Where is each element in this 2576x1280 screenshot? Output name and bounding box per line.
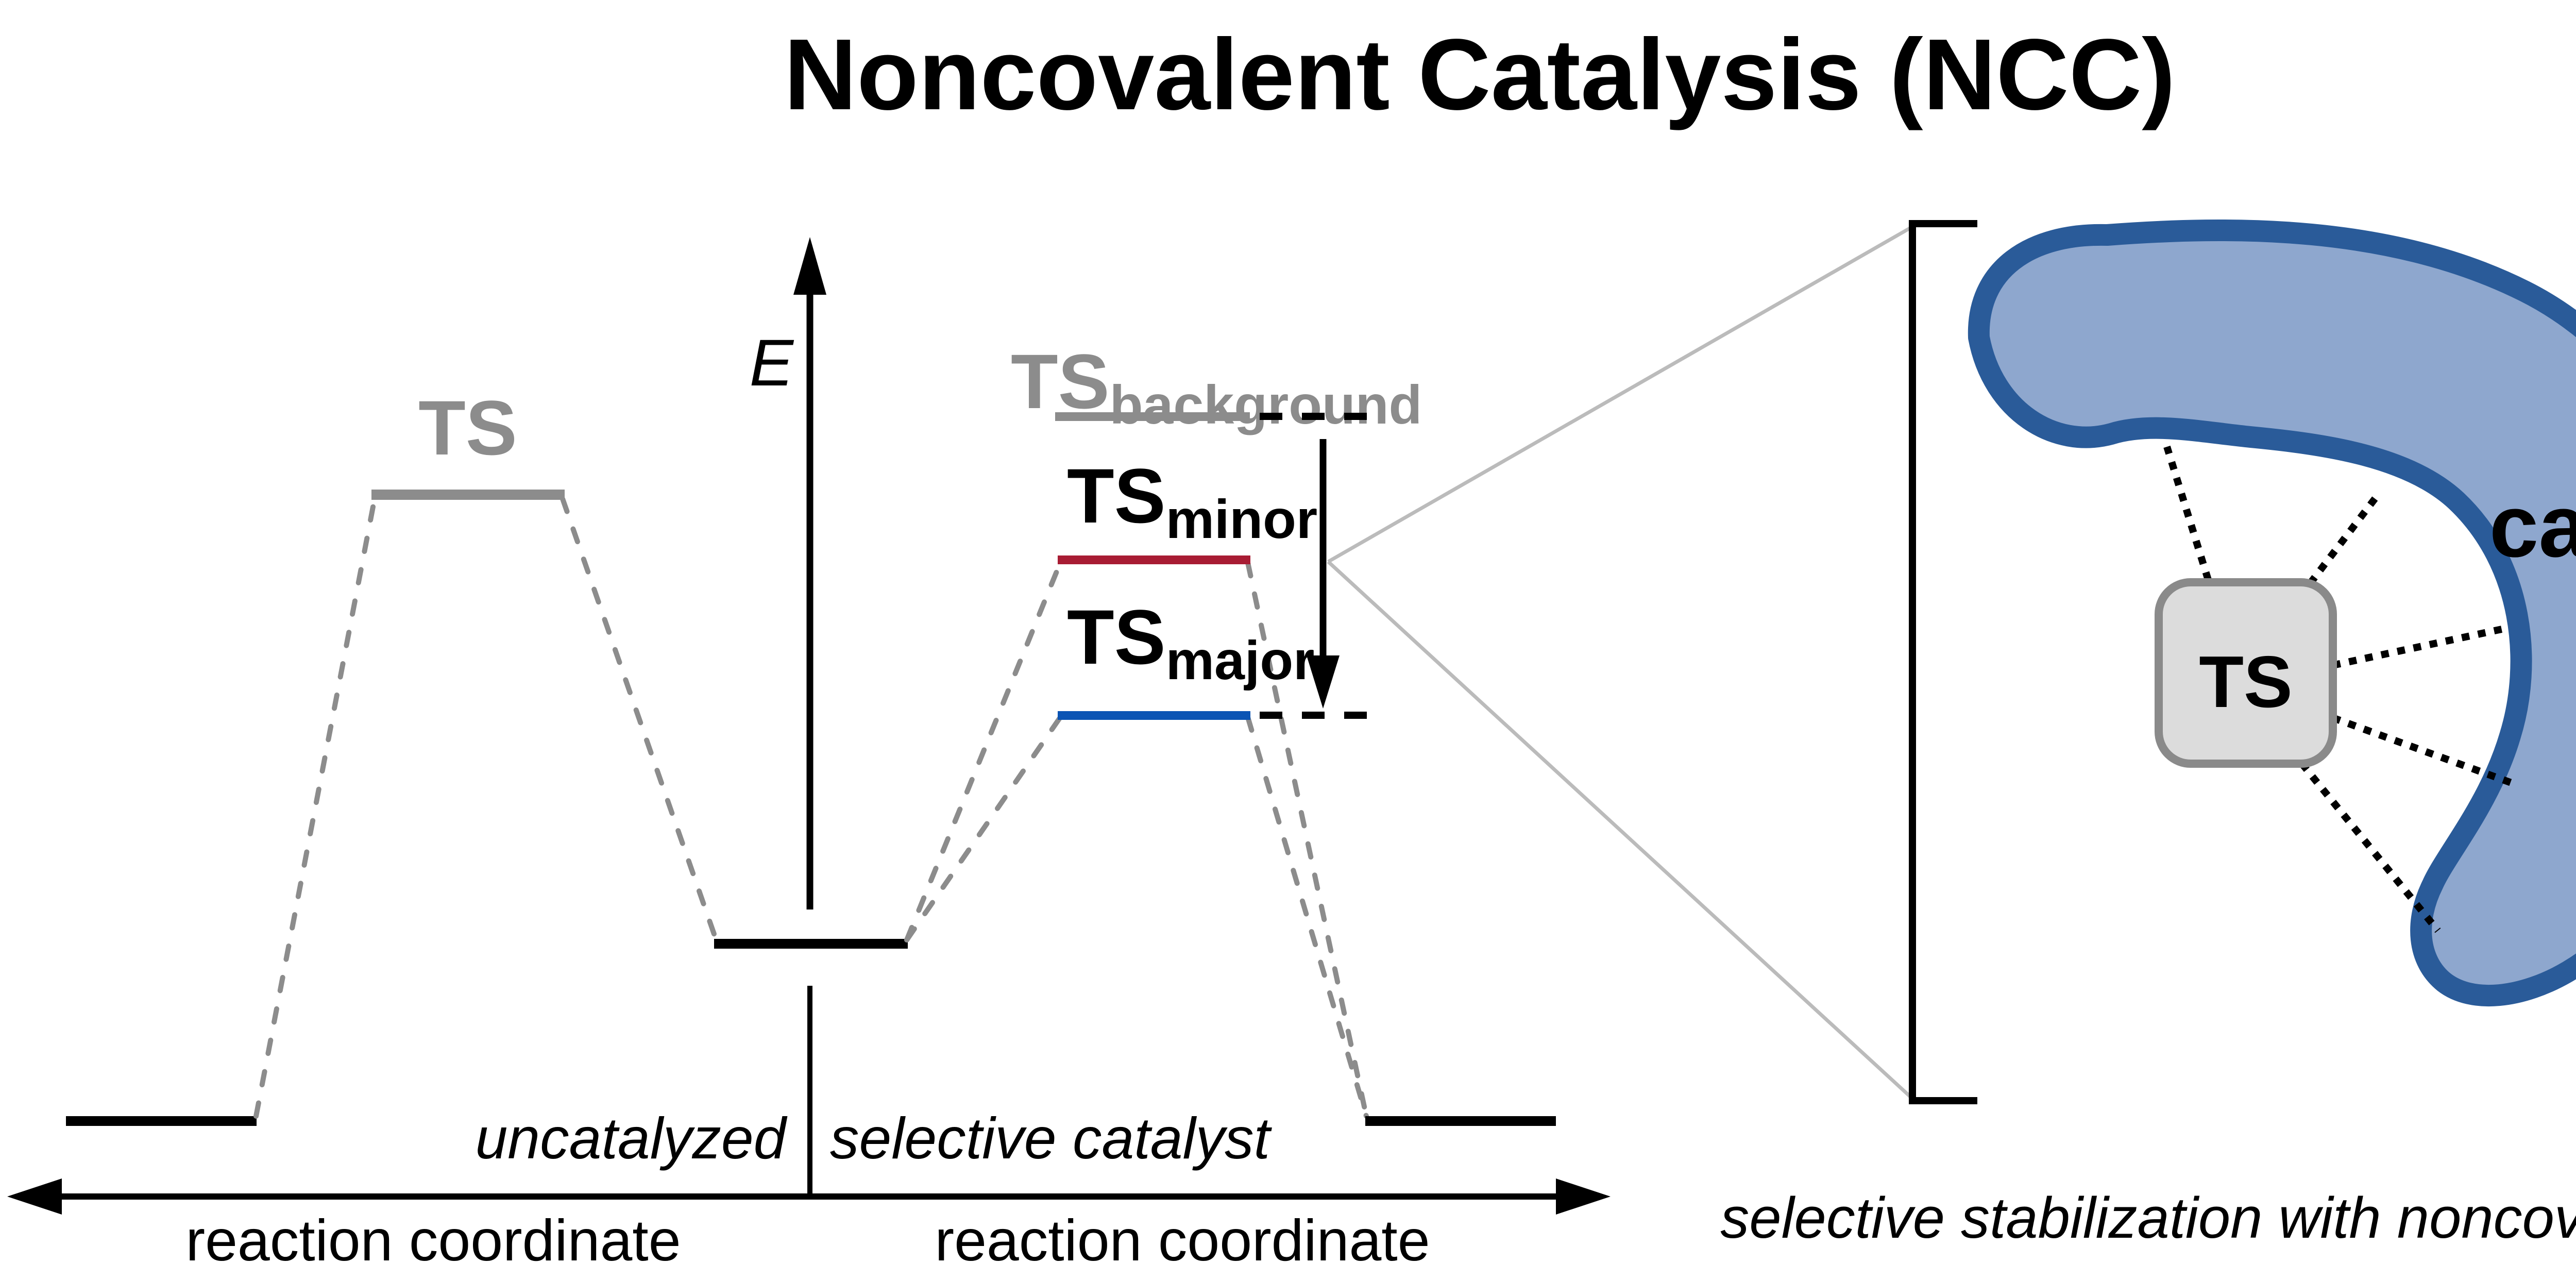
product-level-bar	[1365, 1116, 1556, 1126]
interaction-line-lower-right	[2331, 714, 2520, 789]
ts-background-label-main: TS	[1011, 338, 1110, 425]
dashed-path-intermediate-to-ts-major	[904, 715, 1063, 942]
ts-background-label: TSbackground	[1011, 338, 1422, 435]
interaction-line-right	[2332, 624, 2510, 669]
energy-difference-arrowhead-icon	[1307, 655, 1340, 709]
ts-background-level-bar	[1055, 412, 1250, 421]
ts-minor-label-sub: minor	[1166, 489, 1317, 550]
ts-square-label: TS	[2199, 641, 2292, 723]
uncatalyzed-profile: TS	[66, 384, 908, 1126]
interaction-line-upper-right	[2307, 495, 2379, 586]
ts-background-label-sub: background	[1110, 375, 1422, 435]
magnifier-line-bottom	[1327, 560, 1914, 1100]
interaction-line-upper-left	[2163, 445, 2212, 581]
inset-caption: selective stabilization with noncovalent…	[1720, 1186, 2576, 1250]
magnifier-line-top	[1327, 225, 1913, 564]
dashed-path-reactant-to-ts	[253, 496, 377, 1119]
ts-minor-label-main: TS	[1067, 452, 1166, 539]
reaction-coordinate-label-right: reaction coordinate	[935, 1208, 1430, 1273]
dashed-path-ts-to-intermediate	[560, 496, 719, 942]
energy-axes: E	[7, 237, 1611, 1215]
ts-minor-label: TSminor	[1067, 452, 1317, 550]
dashed-path-ts-major-to-product	[1245, 715, 1369, 1119]
ts-minor-level-bar	[1058, 555, 1250, 564]
intermediate-level-bar	[714, 939, 908, 949]
ts-major-label: TSmajor	[1067, 594, 1314, 691]
dashed-path-intermediate-to-ts-minor	[904, 560, 1063, 942]
dashed-path-ts-minor-to-product	[1245, 560, 1369, 1119]
ts-uncatalyzed-label: TS	[418, 384, 517, 471]
ts-uncatalyzed-level-bar	[371, 490, 565, 500]
catalyzed-profile: TSbackground TSminor TSmajor	[904, 338, 1556, 1126]
noncovalent-interaction-lines	[2163, 445, 2520, 933]
catalyst-label: cat	[2489, 477, 2576, 576]
interaction-line-bottom	[2299, 761, 2441, 933]
ts-complex-inset: ‡ cat TS selective stabilization with no…	[1720, 220, 2576, 1250]
energy-axis-label: E	[750, 326, 794, 400]
axis-arrowhead-right-icon	[1556, 1178, 1611, 1215]
selective-catalyst-label: selective catalyst	[830, 1106, 1273, 1171]
ts-square	[2155, 578, 2337, 768]
reactant-level-bar	[66, 1116, 257, 1126]
ts-major-level-bar	[1058, 711, 1250, 720]
reaction-coordinate-label-left: reaction coordinate	[185, 1208, 681, 1273]
energy-diagram-labels: uncatalyzed selective catalyst reaction …	[185, 1106, 1430, 1273]
catalyst-crescent-shape	[1968, 220, 2576, 1007]
energy-axis-arrowhead-icon	[793, 237, 826, 295]
bracket-left	[1909, 220, 1977, 1104]
ts-major-label-main: TS	[1067, 594, 1166, 680]
figure-title: Noncovalent Catalysis (NCC)	[784, 18, 2175, 131]
axis-arrowhead-left-icon	[7, 1178, 62, 1215]
uncatalyzed-label: uncatalyzed	[475, 1106, 787, 1171]
magnifier-lines	[1327, 225, 1914, 1100]
ts-major-label-sub: major	[1166, 630, 1315, 691]
